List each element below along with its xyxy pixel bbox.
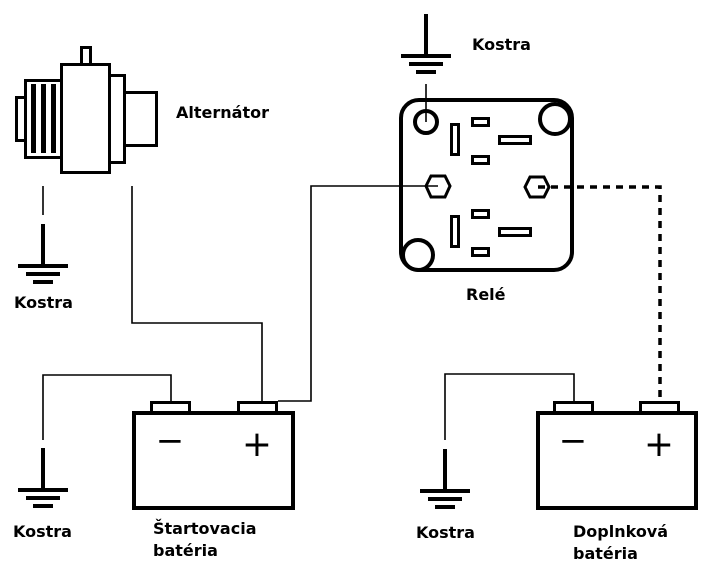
alternator-fin (41, 84, 46, 153)
aux-battery: − + (536, 401, 698, 510)
start-battery-label-line2: batéria (153, 541, 218, 560)
start-battery-case (132, 411, 295, 510)
relay-pin (450, 215, 460, 248)
aux-battery-plus-symbol: + (644, 424, 674, 465)
alternator-rear-flange (108, 74, 126, 164)
alternator-body (60, 63, 111, 174)
start-battery-label-line1: Štartovacia (153, 519, 257, 538)
relay-pin (471, 209, 490, 219)
relay-pin (471, 117, 490, 127)
relay-terminal-top-left (413, 109, 439, 135)
alternator-label: Alternátor (176, 103, 269, 122)
aux-battery-minus-symbol: − (559, 421, 588, 461)
alternator-fin (31, 84, 36, 153)
ground-label-start-battery: Kostra (13, 522, 72, 541)
relay-pin (471, 155, 490, 165)
relay-mount-hole-top-right (538, 102, 572, 136)
relay (399, 98, 574, 272)
alternator-pulley (15, 96, 27, 142)
ground-label-aux-battery: Kostra (416, 523, 475, 542)
relay-pin (471, 247, 490, 257)
relay-pin (498, 227, 532, 237)
start-battery-plus-symbol: + (242, 424, 272, 465)
relay-terminal-right-hex (523, 175, 551, 199)
relay-pin (450, 123, 460, 156)
alternator-terminal-nub (80, 46, 92, 66)
wire-start-battery-to-relay (278, 185, 438, 402)
alternator-fin (51, 84, 56, 153)
aux-battery-ground (420, 449, 470, 509)
relay-label: Relé (466, 285, 506, 304)
ground-label-alternator: Kostra (14, 293, 73, 312)
wire-relay-to-aux-battery (538, 185, 662, 400)
wire-start-battery-minus-to-ground (42, 374, 172, 440)
relay-mount-hole-bottom-left (401, 238, 435, 272)
aux-battery-terminal-plus (639, 401, 680, 415)
start-battery-ground (18, 448, 68, 508)
alternator (15, 46, 158, 174)
start-battery-minus-symbol: − (156, 421, 185, 461)
alternator-rear-cap (123, 91, 158, 147)
wire-alternator-to-start-battery (131, 186, 263, 403)
ground-label-top: Kostra (472, 35, 531, 54)
start-battery: − + (132, 401, 295, 510)
aux-battery-label-line2: batéria (573, 544, 638, 563)
alternator-ground (18, 186, 68, 284)
aux-battery-label-line1: Doplnková (573, 522, 668, 541)
relay-terminal-left-hex (424, 174, 452, 199)
relay-pin (498, 135, 532, 145)
start-battery-terminal-plus (237, 401, 278, 415)
wire-aux-battery-minus-to-ground (444, 373, 575, 440)
aux-battery-case (536, 411, 698, 510)
relay-housing (399, 98, 574, 272)
relay-ground (401, 14, 451, 122)
